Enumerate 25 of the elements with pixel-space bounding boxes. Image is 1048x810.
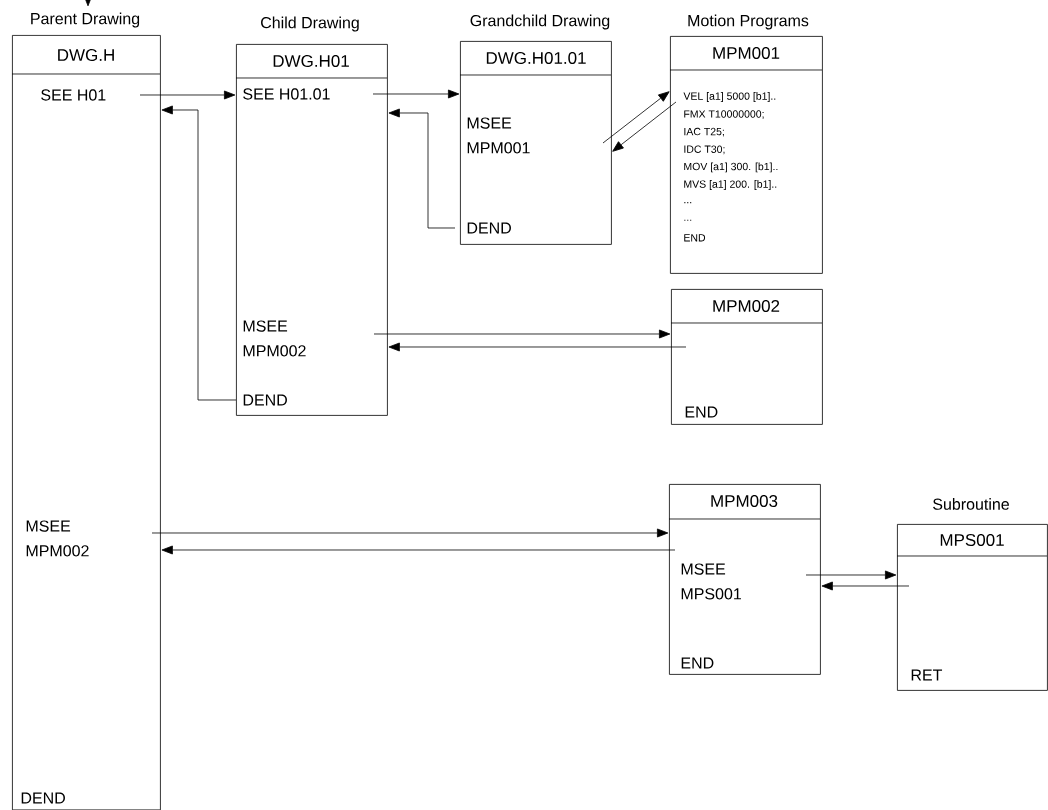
program-box: DWG.H SEE H01 MSEE MPM002 DEND (11, 35, 161, 810)
program-box: DWG.H01.01 MSEE MPM001 DEND (459, 41, 612, 245)
box-caption: Grandchild Drawing (470, 14, 610, 30)
arrow (373, 329, 671, 339)
box-caption: Parent Drawing (31, 12, 140, 28)
arrow (372, 89, 460, 99)
box-caption: Motion Programs (688, 14, 809, 30)
arrow (388, 108, 456, 229)
box-caption: Subroutine (933, 498, 1009, 510)
arrow (161, 105, 237, 401)
arrow (821, 581, 910, 591)
arrow (602, 91, 670, 144)
program-box: MPM003 MSEE MPS001 END (668, 484, 821, 675)
program-box: MPM001 VEL [a1] 5000 [b1].. FMX T10000000; IAC T25; IDC T30; MOV [a1] 300. [b1].. MVS [a1] 200. [b1].. ... ... END (669, 36, 823, 274)
arrow (151, 528, 669, 538)
box-caption: Child Drawing (261, 16, 359, 32)
arrow (612, 101, 677, 152)
arrow (161, 545, 676, 555)
arrow (83, 0, 93, 7)
program-box: DWG.H01 SEE H01.01 MSEE MPM002 DEND (235, 44, 388, 416)
program-box: MPS001 RET (896, 524, 1048, 691)
arrow (139, 90, 236, 100)
arrow (805, 570, 897, 580)
program-box: MPM002 END (670, 289, 823, 425)
arrow (388, 342, 687, 352)
